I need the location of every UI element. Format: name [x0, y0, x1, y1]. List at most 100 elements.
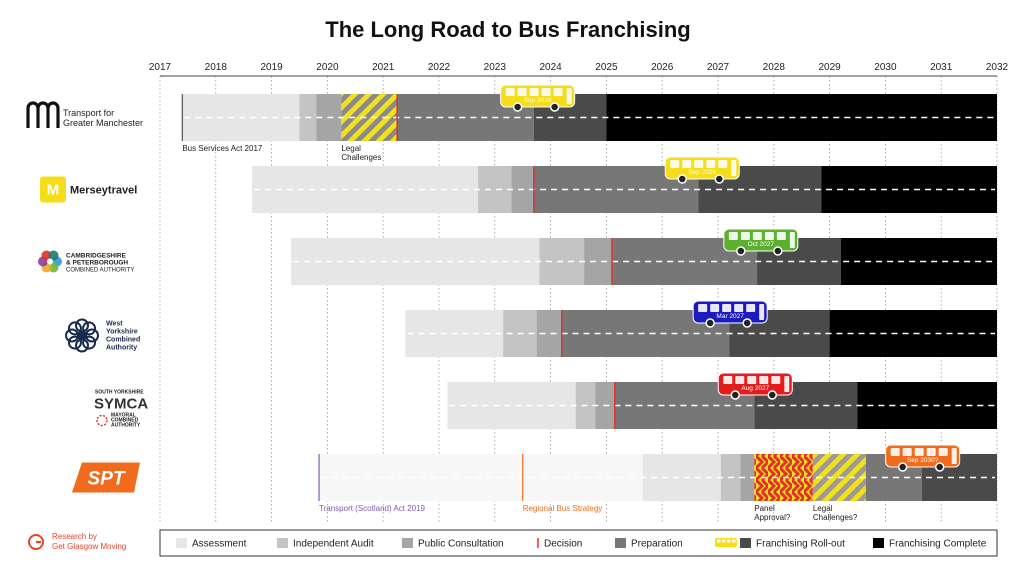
wyca-icon	[67, 335, 82, 350]
annotation-line: Approval?	[754, 513, 791, 522]
annotation-line: Regional Bus Strategy	[523, 504, 603, 513]
bus-door	[789, 232, 795, 248]
bus-wheel	[714, 174, 725, 184]
logo-line: AUTHORITY	[111, 423, 141, 429]
bus-icon: Sep 2026	[664, 156, 740, 184]
bus-icon: Sep 2023	[500, 84, 576, 112]
wyca-icon	[82, 335, 97, 350]
tick-label-2030: 2030	[874, 62, 897, 73]
bus-wheel	[773, 246, 783, 256]
bus-icon: Sep 2030?	[885, 444, 961, 472]
tick-label-2018: 2018	[205, 62, 228, 73]
bus-window	[902, 448, 912, 456]
logo-line: & PETERBOROUGH	[66, 260, 128, 267]
segment-complete	[840, 238, 997, 285]
bus-window	[505, 88, 515, 96]
spt-icon	[72, 462, 140, 493]
bus-window	[710, 304, 720, 312]
logo-line: Combined	[106, 337, 140, 344]
segment-assessment	[447, 382, 576, 429]
bus-door	[759, 304, 765, 320]
tick-label-2023: 2023	[484, 62, 507, 73]
wyca-icon	[67, 321, 82, 336]
capca-icon	[41, 250, 52, 261]
tick-label-2024: 2024	[539, 62, 562, 73]
bus-door	[731, 160, 737, 176]
bus-date-label: Oct 2027	[748, 241, 775, 248]
segment-audit	[478, 166, 512, 213]
logo-line: Greater Manchester	[63, 118, 143, 128]
bus-date-label: Sep 2023	[524, 97, 552, 104]
tick-label-2027: 2027	[707, 62, 730, 73]
tick-label-2032: 2032	[986, 62, 1009, 73]
capca-icon	[48, 250, 59, 261]
bus-window	[746, 304, 756, 312]
annotation-line: Legal	[813, 504, 833, 513]
logo-line: West	[106, 321, 123, 328]
bus-wheel	[512, 102, 523, 112]
tick-label-2022: 2022	[428, 62, 451, 73]
tfgm-icon	[26, 101, 60, 128]
logo-line: Yorkshire	[106, 329, 138, 336]
legend-bus-window	[717, 539, 721, 543]
legend-box	[159, 529, 998, 557]
wyca-icon	[65, 328, 79, 343]
symca-crest-icon	[96, 414, 108, 427]
wyca-icon	[85, 328, 99, 343]
bus-window	[694, 160, 704, 168]
mersey-icon-letter: M	[47, 182, 60, 199]
mersey-icon	[40, 176, 66, 203]
legend-bus-window	[722, 539, 726, 543]
annotation-line: Bus Services Act 2017	[182, 144, 263, 153]
bus-window	[722, 304, 732, 312]
bus-wheel	[549, 102, 560, 112]
bus-wheel	[736, 246, 746, 256]
logo-line: Authority	[106, 345, 137, 352]
legend-item-assessment: Assessment	[176, 538, 247, 550]
bus-window	[553, 88, 563, 96]
bus-wheel	[934, 462, 945, 472]
tick-label-2017: 2017	[149, 62, 172, 73]
tick-label-2020: 2020	[316, 62, 339, 73]
bus-door	[784, 376, 790, 392]
legend-label: Decision	[544, 539, 582, 550]
bus-date-label: Aug 2027	[741, 385, 769, 392]
legend-swatch	[873, 538, 884, 548]
bus-window	[776, 232, 786, 240]
credit: Research by Get Glasgow Moving	[28, 532, 126, 551]
logo-line: COMBINED	[111, 418, 139, 424]
bus-window	[728, 232, 738, 240]
bus-date-label: Sep 2030?	[907, 457, 939, 464]
logo-line: Merseytravel	[70, 185, 137, 197]
annotation-label: Bus Services Act 2017	[182, 144, 263, 153]
logo-line: MAYORAL	[111, 413, 136, 419]
annotation-label: Transport (Scotland) Act 2019	[319, 504, 426, 513]
legend-swatch	[402, 538, 413, 548]
annotation-line: Challenges	[341, 153, 381, 162]
logo-line: Transport for	[63, 108, 114, 118]
bus-window	[706, 160, 716, 168]
bus-window	[735, 376, 745, 384]
tick-label-2029: 2029	[818, 62, 841, 73]
annotation-line: Transport (Scotland) Act 2019	[319, 504, 426, 513]
bus-icon: Aug 2027	[717, 372, 793, 400]
tick-label-2028: 2028	[763, 62, 786, 73]
bus-window	[914, 448, 924, 456]
bus-door	[566, 88, 572, 104]
bus-wheel	[897, 462, 908, 472]
legend-label: Public Consultation	[418, 539, 504, 550]
annotation-line: Challenges?	[813, 513, 858, 522]
tick-label-2021: 2021	[372, 62, 395, 73]
bus-window	[764, 232, 774, 240]
bus-window	[747, 376, 757, 384]
tick-label-2019: 2019	[260, 62, 283, 73]
